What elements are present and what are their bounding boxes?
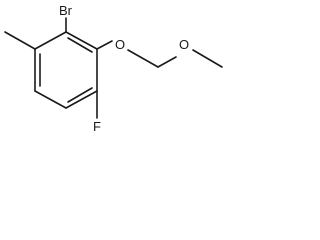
atom-label-oxygen-ether: O (115, 37, 125, 52)
ring-bond-c6-c1 (34, 31, 67, 50)
atom-label-oxygen-methoxy: O (179, 37, 189, 52)
atom-label-bromine: Br (59, 3, 73, 18)
bond-c2-o (96, 40, 113, 50)
ring-bond-c1-c2 (65, 31, 98, 50)
bond-o-ch2 (127, 49, 159, 68)
bond-c6-methyl (4, 31, 36, 50)
benzene-ring (34, 31, 98, 109)
bond-o-methyl (192, 49, 223, 68)
chemical-structure-diagram: Br O O F (4, 3, 223, 134)
atom-label-fluorine: F (93, 119, 101, 134)
ring-double-bond-c1-c2 (67, 37, 93, 53)
bond-ch2-o (157, 56, 177, 68)
ring-bond-c3-c4 (65, 90, 98, 109)
ring-bond-c4-c5 (34, 90, 67, 109)
ring-double-bond-c3-c4 (67, 87, 93, 103)
